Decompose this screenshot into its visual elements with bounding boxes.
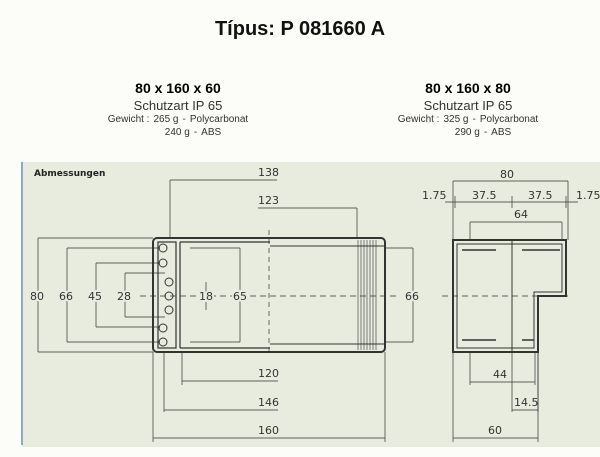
- protection-class: Schutzart IP 65: [133, 98, 223, 113]
- dim-label: 80: [500, 168, 514, 181]
- weight-material: ABS: [201, 127, 222, 138]
- protection-class: Schutzart IP 65: [423, 98, 513, 113]
- variant-size: 80 x 160 x 80: [425, 80, 511, 96]
- dim-label: 1.75: [422, 189, 447, 202]
- top-view-labels: 138 123 80 66 45 28 18 65 66 120 146 160: [28, 166, 421, 437]
- dim-label: 65: [233, 290, 247, 303]
- variant-80: 80 x 160 x 80 Schutzart IP 65 Gewicht :3…: [348, 80, 588, 139]
- dim-label: 138: [258, 166, 279, 179]
- dim-label: 37.5: [472, 189, 497, 202]
- weight-value: 265 g: [153, 114, 179, 125]
- dim-label: 44: [493, 368, 507, 381]
- weight-material: ABS: [491, 127, 512, 138]
- dim-label: 160: [258, 424, 279, 437]
- dim-label: 18: [199, 290, 213, 303]
- dim-label: 45: [88, 290, 102, 303]
- side-view-labels: 80 1.75 37.5 37.5 1.75 64 44 14.5 60: [422, 168, 600, 437]
- weight-material: Polycarbonat: [479, 114, 539, 125]
- side-view: [442, 180, 578, 442]
- drawing-panel: [22, 162, 600, 447]
- weight-value: 290 g: [454, 127, 480, 138]
- dim-label: 123: [258, 194, 279, 207]
- dim-label: 37.5: [528, 189, 553, 202]
- dim-label: 80: [30, 290, 44, 303]
- top-view: [37, 179, 414, 442]
- dim-label: 60: [488, 424, 502, 437]
- weight-label: Gewicht :: [397, 114, 440, 125]
- dim-label: 146: [258, 396, 279, 409]
- type-title: Típus: P 081660 A: [214, 18, 386, 40]
- dim-label: 28: [117, 290, 131, 303]
- weight-label: Gewicht :: [107, 114, 150, 125]
- weight-value: 325 g: [443, 114, 469, 125]
- dim-label: 66: [405, 290, 419, 303]
- dim-label: 120: [258, 367, 279, 380]
- drawing-heading: Abmessungen: [34, 169, 105, 179]
- variant-60: 80 x 160 x 60 Schutzart IP 65 Gewicht :2…: [58, 80, 298, 139]
- weight-value: 240 g: [164, 127, 190, 138]
- dim-label: 1.75: [576, 189, 600, 202]
- dim-label: 14.5: [514, 396, 539, 409]
- dim-label: 66: [59, 290, 73, 303]
- weight-material: Polycarbonat: [189, 114, 249, 125]
- dim-label: 64: [514, 208, 528, 221]
- variant-size: 80 x 160 x 60: [135, 80, 221, 96]
